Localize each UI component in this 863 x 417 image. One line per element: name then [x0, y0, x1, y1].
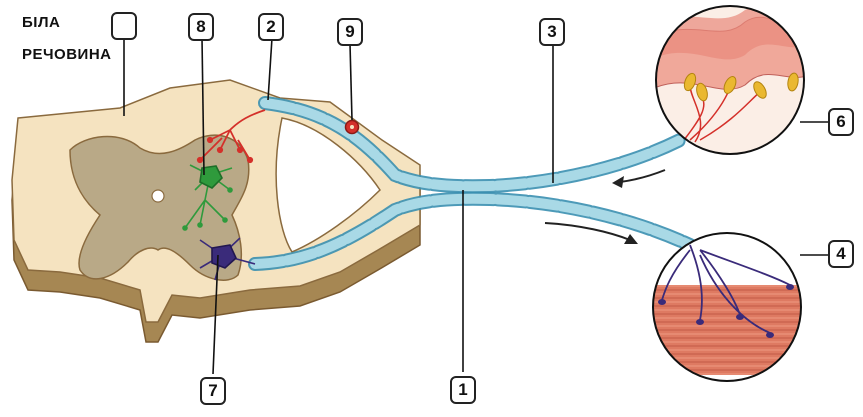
- nerve-fibers: [248, 96, 697, 271]
- skin-magnifier: [655, 5, 805, 155]
- label-4: 4: [828, 240, 854, 268]
- sensory-neuron: [196, 109, 360, 164]
- label-1: 1: [450, 376, 476, 404]
- label-7: 8: [188, 13, 214, 41]
- label-2: 2: [258, 13, 284, 41]
- label-6: 6: [828, 108, 854, 136]
- muscle-magnifier: [652, 232, 802, 382]
- title-line-2: РЕЧОВИНА: [22, 46, 112, 63]
- label-3: 3: [539, 18, 565, 46]
- spinal-cord: [11, 79, 421, 343]
- interneuron-body: [199, 165, 223, 189]
- label-leaders: [123, 37, 840, 375]
- central-canal: [151, 189, 165, 203]
- answer-box-white-matter[interactable]: [111, 12, 137, 40]
- label-9: 9: [337, 18, 363, 46]
- label-8: 7: [200, 377, 226, 405]
- title-line-1: БІЛА: [22, 14, 61, 31]
- interneuron: [182, 164, 233, 231]
- direction-arrows: [544, 169, 666, 244]
- skin-receptors: [683, 72, 799, 102]
